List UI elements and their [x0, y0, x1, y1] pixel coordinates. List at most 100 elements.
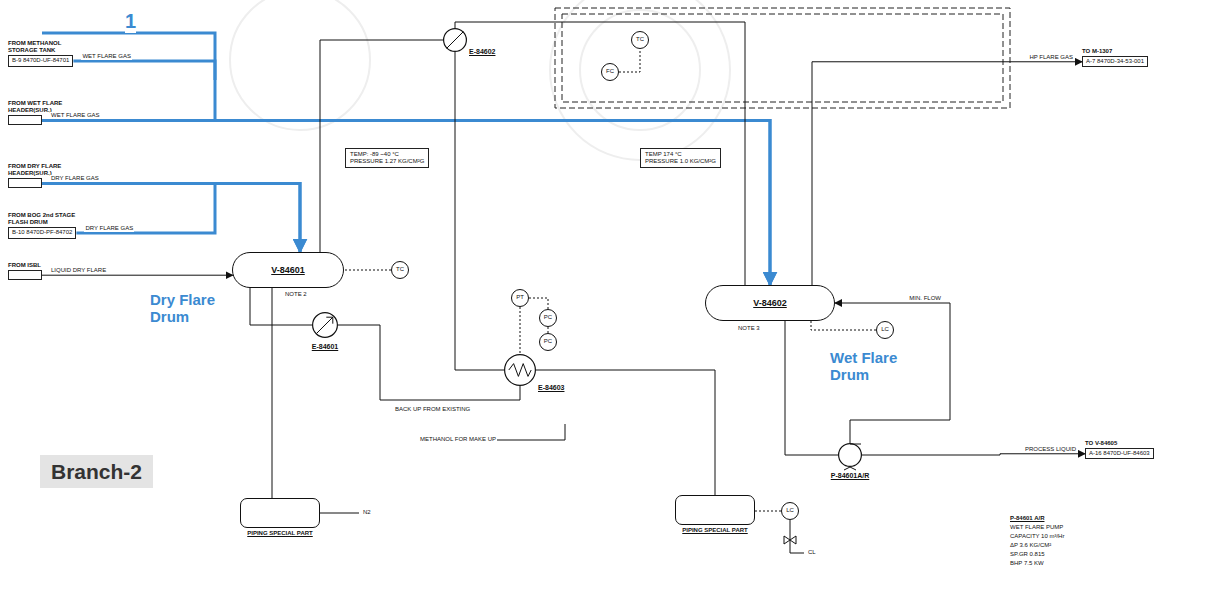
signal-line	[344, 270, 391, 271]
instrument-bubble: PT	[511, 289, 529, 307]
equipment-tag: V-84601	[271, 265, 305, 276]
inlet-line-box: FROM BOG 2nd STAGE FLASH DRUM B-10 8470D-…	[8, 212, 80, 239]
equipment-outline	[443, 28, 467, 52]
line-number: A-16 8470D-UF-84603	[1089, 450, 1150, 457]
pump-data: CAPACITY 10 m³/Hr	[1010, 533, 1064, 540]
instrument-tag: FC	[606, 68, 614, 75]
process-line	[455, 22, 745, 285]
line-box: A-16 8470D-UF-84603	[1085, 448, 1154, 459]
line-label: LIQUID DRY FLARE	[50, 267, 107, 274]
process-line	[785, 321, 838, 455]
exchanger-symbol: E-84602	[443, 28, 467, 52]
line-label: MIN. FLOW	[908, 295, 942, 302]
pump-symbol: P-84601A/R	[838, 443, 862, 467]
signal-line	[520, 307, 521, 354]
line-box	[8, 178, 42, 188]
pump-data: SP.GR 0.815	[1010, 551, 1045, 558]
instrument-bubble: PC	[539, 333, 557, 351]
line-number: B-9 8470D-UF-84701	[12, 57, 69, 64]
special-part-outline	[240, 498, 320, 528]
pump-data: WET FLARE PUMP	[1010, 524, 1063, 531]
line-label: WET FLARE GAS	[50, 112, 101, 119]
equipment-outline	[312, 312, 338, 338]
signal-line	[619, 49, 640, 72]
signal-line	[755, 511, 781, 512]
instrument-bubble: PC	[539, 309, 557, 327]
line-box: B-10 8470D-PF-84702	[8, 227, 76, 238]
process-line	[320, 40, 443, 252]
line-tag: FROM METHANOL STORAGE TANK	[8, 40, 80, 54]
tracing-boundary	[555, 8, 1010, 108]
drum-caption: Wet Flare Drum	[830, 350, 908, 383]
operating-condition-box: TEMP: -89 ~40 °CPRESSURE 1.27 KG/CM²G	[345, 148, 429, 168]
piping-special-part: PIPING SPECIAL PART	[675, 495, 755, 534]
note: NOTE 2	[285, 291, 307, 298]
line-number: A-7 8470D-34-53-001	[1086, 58, 1144, 65]
instrument-bubble: LC	[876, 321, 894, 339]
nitrogen-line	[320, 513, 359, 514]
process-line	[338, 325, 520, 400]
piping-special-part: PIPING SPECIAL PART	[240, 498, 320, 537]
instrument-tag: PC	[544, 338, 552, 345]
part-caption: PIPING SPECIAL PART	[682, 527, 747, 534]
instrument-bubble: LC	[781, 502, 799, 520]
watermark-ring	[230, 0, 370, 130]
process-line	[536, 370, 715, 495]
tracing-boundary	[562, 14, 1003, 102]
special-part-outline	[675, 495, 755, 525]
line-tag: FROM BOG 2nd STAGE FLASH DRUM	[8, 212, 80, 226]
inlet-line-box: FROM METHANOL STORAGE TANK B-9 8470D-UF-8…	[8, 40, 80, 67]
instrument-tag: TC	[636, 36, 644, 43]
flare-gas-line	[76, 183, 300, 252]
equipment-symbol	[447, 32, 464, 49]
utility-tag: N2	[363, 509, 371, 516]
flare-gas-line	[42, 120, 770, 285]
condition-text: TEMP 174 °C	[645, 151, 716, 158]
line-tag: TO V-84605	[1085, 440, 1117, 447]
outlet-line-box: TO V-84605A-16 8470D-UF-84603	[1085, 440, 1154, 459]
watermark-ring	[550, 0, 730, 160]
inlet-line-box: FROM ISBL	[8, 262, 42, 280]
line-tag: TO M-1307	[1082, 48, 1112, 55]
line-label: PROCESS LIQUID	[1024, 446, 1077, 453]
part-caption: PIPING SPECIAL PART	[247, 530, 312, 537]
drum-caption: Dry Flare Drum	[150, 292, 228, 325]
instrument-tag: LC	[786, 507, 794, 514]
operating-condition-box: TEMP 174 °CPRESSURE 1.0 KG/CM²G	[640, 148, 721, 168]
callout-number: 1	[125, 9, 136, 33]
equipment-shell	[505, 355, 536, 386]
instrument-bubble: TC	[631, 31, 649, 49]
condition-text: PRESSURE 1.0 KG/CM²G	[645, 158, 716, 165]
instrument-tag: TC	[396, 266, 404, 273]
line-tag: FROM ISBL	[8, 262, 41, 269]
makeup-line	[497, 424, 565, 440]
signal-line	[811, 321, 876, 330]
equipment-tag: P-84601A/R	[831, 472, 870, 480]
branch-title: Branch-2	[51, 459, 142, 484]
line-box	[8, 270, 42, 280]
process-line	[42, 275, 233, 276]
instrument-tag: LC	[881, 326, 889, 333]
process-line	[862, 454, 1085, 455]
flare-drum: V-84602	[705, 285, 835, 321]
branch-tag: Branch-2	[40, 455, 153, 488]
line-box: A-7 8470D-34-53-001	[1082, 56, 1148, 67]
equipment-shell	[839, 444, 862, 467]
instrument-bubble: FC	[601, 63, 619, 81]
equipment-symbol	[317, 317, 333, 333]
exchanger-symbol: E-84603	[504, 354, 536, 386]
equipment-symbol	[844, 444, 861, 470]
condition-text: TEMP: -89 ~40 °C	[350, 151, 424, 158]
line-label: DRY FLARE GAS	[50, 175, 100, 182]
line-label: HP FLARE GAS	[1028, 54, 1074, 61]
equipment-tag: E-84603	[538, 384, 564, 392]
equipment-symbol	[509, 364, 531, 377]
equipment-shell	[444, 29, 467, 52]
watermark-seal	[230, 0, 730, 160]
drain-line	[790, 520, 804, 553]
line-number: B-10 8470D-PF-84702	[12, 229, 72, 236]
watermark-ring	[580, 10, 700, 130]
line-box: B-9 8470D-UF-84701	[8, 55, 73, 66]
process-line	[455, 52, 504, 370]
